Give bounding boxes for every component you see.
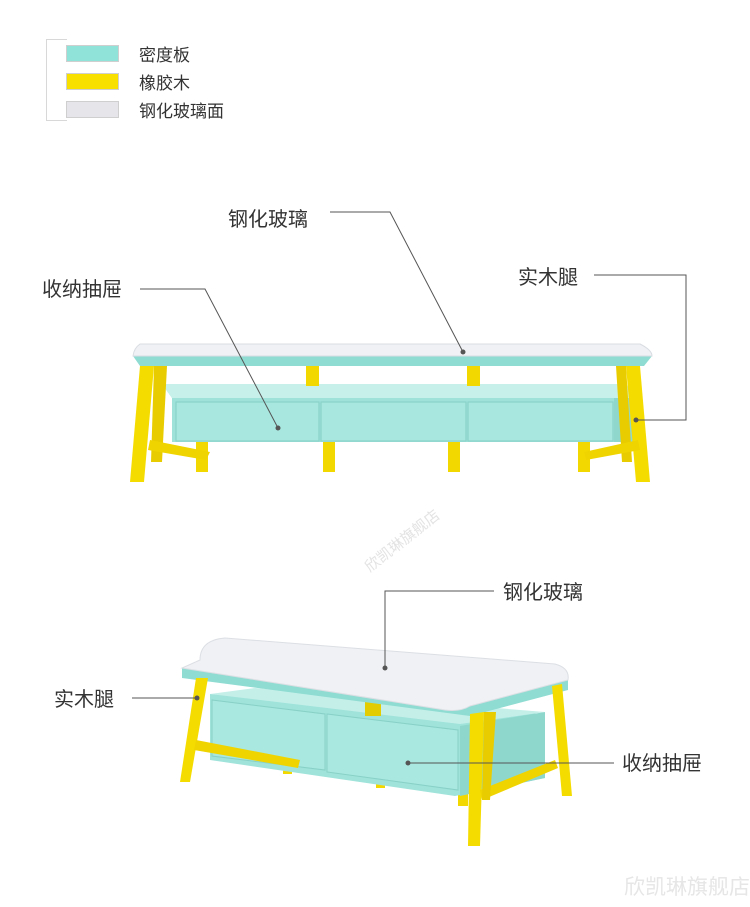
leader-line bbox=[594, 274, 687, 421]
tv-stand-top-edge bbox=[133, 356, 652, 366]
leader-dot bbox=[405, 760, 411, 766]
tv-stand-cabinet-top bbox=[162, 384, 636, 398]
tv-stand bbox=[130, 343, 653, 482]
tv-stand-back-leg bbox=[323, 442, 335, 472]
watermark-corner: 欣凯琳旗舰店 bbox=[624, 875, 750, 899]
tv-stand-glass-label: 钢化玻璃 bbox=[228, 207, 308, 231]
leader-dot bbox=[633, 417, 639, 423]
material-legend: 密度板 橡胶木 钢化玻璃面 bbox=[46, 39, 246, 122]
tv-stand-leg bbox=[626, 366, 650, 482]
coffee-table-stretcher bbox=[194, 740, 300, 768]
tv-stand-drawer bbox=[175, 401, 320, 442]
legend-bracket bbox=[46, 39, 67, 121]
legend-swatch-mdf bbox=[66, 44, 119, 62]
legend-item-glass: 钢化玻璃面 bbox=[66, 97, 224, 122]
coffee-table-glass-label: 钢化玻璃 bbox=[503, 580, 583, 604]
leader-dot bbox=[382, 665, 388, 671]
legend-label-rubberwood: 橡胶木 bbox=[139, 73, 190, 94]
tv-stand-leg-label: 实木腿 bbox=[518, 265, 578, 289]
leader-line bbox=[384, 590, 494, 668]
tv-stand-leg bbox=[616, 366, 632, 462]
leader-dot bbox=[460, 349, 466, 355]
tv-stand-back-leg bbox=[448, 442, 460, 472]
tv-stand-drawer-label: 收纳抽屉 bbox=[42, 277, 122, 301]
tv-stand-leg bbox=[130, 366, 154, 482]
legend-swatch-rubberwood bbox=[66, 72, 119, 90]
tv-stand-post bbox=[467, 366, 480, 386]
tv-stand-glass-top bbox=[132, 343, 653, 357]
legend-item-mdf: 密度板 bbox=[66, 41, 190, 66]
coffee-table-drawer bbox=[326, 713, 459, 791]
tv-stand-back-leg bbox=[578, 442, 590, 472]
coffee-table-leg bbox=[552, 684, 572, 796]
leader-dot bbox=[194, 695, 200, 701]
legend-swatch-glass bbox=[66, 100, 119, 118]
coffee-table-post bbox=[365, 702, 381, 716]
coffee-table-leg bbox=[468, 712, 484, 846]
legend-item-rubberwood: 橡胶木 bbox=[66, 69, 190, 94]
tv-stand-post bbox=[306, 366, 319, 386]
coffee-table-leg bbox=[180, 678, 208, 782]
coffee-table-drawer-label: 收纳抽屉 bbox=[622, 751, 702, 775]
coffee-table-glass-top bbox=[180, 637, 569, 711]
coffee-table bbox=[180, 637, 572, 846]
legend-label-glass: 钢化玻璃面 bbox=[139, 101, 224, 122]
tv-stand-stretcher bbox=[148, 440, 210, 460]
leader-dot bbox=[275, 425, 281, 431]
leader-line bbox=[330, 211, 464, 353]
tv-stand-stretcher bbox=[584, 440, 640, 460]
coffee-table-back-leg bbox=[458, 790, 468, 806]
leader-line bbox=[140, 288, 279, 429]
coffee-table-leg bbox=[482, 712, 496, 800]
legend-label-mdf: 密度板 bbox=[139, 45, 190, 66]
tv-stand-drawer bbox=[320, 401, 467, 442]
tv-stand-leg bbox=[151, 366, 167, 462]
coffee-table-leg-label: 实木腿 bbox=[54, 687, 114, 711]
coffee-table-stretcher bbox=[480, 760, 558, 800]
tv-stand-drawer bbox=[467, 401, 614, 442]
